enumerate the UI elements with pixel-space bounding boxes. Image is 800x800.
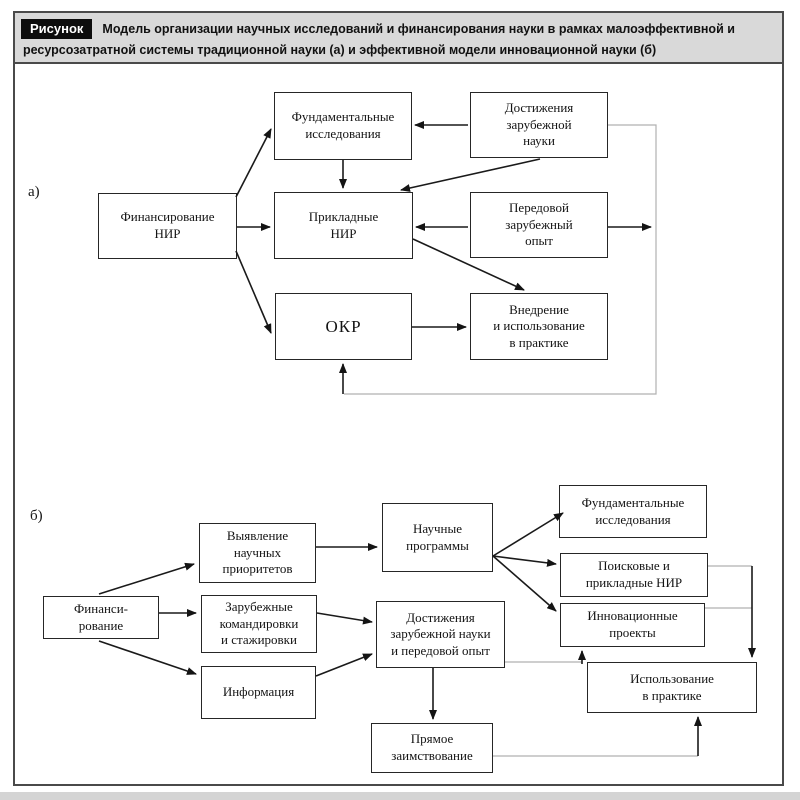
arrow-a-achievements-to-applied <box>400 158 541 192</box>
diagram-b-label: б) <box>30 508 43 524</box>
arrow-a-financing-to-okr <box>235 250 272 334</box>
box-b-financing: Финанси- рование <box>43 596 159 639</box>
caption-line-2: ресурсозатратной системы традиционной на… <box>23 43 657 57</box>
page-bottom-edge <box>0 792 800 800</box>
box-b-direct-borrowing: Прямое заимствование <box>371 723 493 773</box>
caption-line-1: Модель организации научных исследований … <box>102 22 735 36</box>
box-b-achievements: Достижения зарубежной науки и передовой … <box>376 601 505 668</box>
figure-caption: Рисунок Модель организации научных иссле… <box>15 13 782 64</box>
diagram-a-label: а) <box>28 184 40 200</box>
box-b-innovative-projects: Инновационные проекты <box>560 603 705 647</box>
box-a-foreign-achievements: Достижения зарубежной науки <box>470 92 608 158</box>
box-a-foreign-experience: Передовой зарубежный опыт <box>470 192 608 258</box>
arrow-b-financing-to-priorities <box>98 562 195 595</box>
box-a-implementation: Внедрение и использование в практике <box>470 293 608 360</box>
figure-badge: Рисунок <box>21 19 93 39</box>
arrow-b-programs-to-search <box>492 555 557 567</box>
box-a-okr: ОКР <box>275 293 412 360</box>
box-a-applied-research: Прикладные НИР <box>274 192 413 259</box>
arrow-a-financing-to-fundamental <box>235 128 272 198</box>
arrow-b-programs-to-innovative <box>492 555 557 612</box>
arrow-b-programs-to-fundamental <box>492 512 564 557</box>
arrow-a-applied-to-implementation <box>412 238 525 291</box>
box-b-programs: Научные программы <box>382 503 493 572</box>
box-b-trips: Зарубежные командировки и стажировки <box>201 595 317 653</box>
box-b-search-applied: Поисковые и прикладные НИР <box>560 553 708 597</box>
box-b-priorities: Выявление научных приоритетов <box>199 523 316 583</box>
box-a-financing: Финансирование НИР <box>98 193 237 259</box>
loop-a-feedback <box>344 124 657 395</box>
arrow-b-information-to-achievements <box>315 653 373 677</box>
box-b-fundamental-research: Фундаментальные исследования <box>559 485 707 538</box>
box-b-information: Информация <box>201 666 316 719</box>
arrow-b-financing-to-information <box>98 640 197 675</box>
box-b-use-in-practice: Использование в практике <box>587 662 757 713</box>
box-a-fundamental-research: Фундаментальные исследования <box>274 92 412 160</box>
arrow-b-trips-to-achievements <box>316 612 373 625</box>
